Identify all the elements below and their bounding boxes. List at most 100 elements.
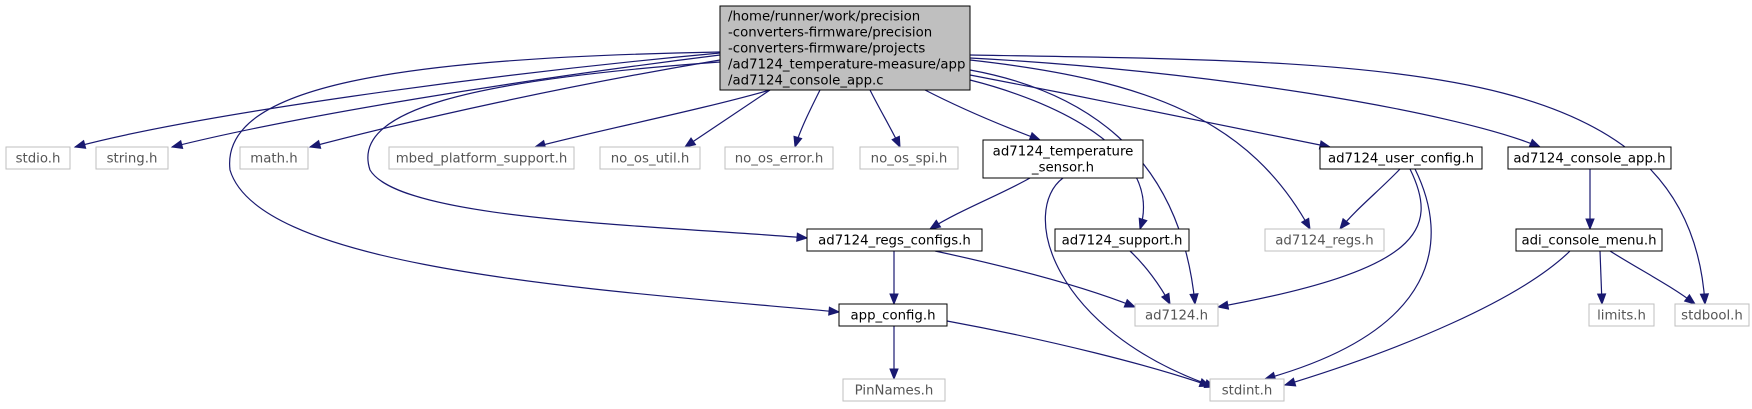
edge-line (1264, 168, 1432, 380)
arrowhead (828, 306, 841, 316)
include-file-node-ad7124-user-config[interactable]: ad7124_user_config.h (1319, 146, 1483, 170)
node-box (1134, 303, 1219, 327)
dependency-edge (1129, 250, 1171, 306)
dependency-edge (1585, 169, 1595, 231)
arrowhead (1189, 293, 1199, 306)
node-label: string.h (107, 152, 158, 167)
include-file-node-stdint: stdint.h (1209, 378, 1285, 402)
include-file-node-ad7124-support[interactable]: ad7124_support.h (1054, 228, 1190, 252)
node-box (1674, 303, 1750, 327)
include-file-node-mbed-platform-support: mbed_platform_support.h (388, 146, 575, 170)
include-file-node-limits: limits.h (1588, 303, 1655, 327)
dependency-edge (934, 250, 1137, 308)
node-box (388, 146, 575, 170)
node-label: /ad7124_temperature-measure/app (728, 58, 965, 73)
node-label: app_config.h (850, 309, 935, 324)
arrowhead (1528, 138, 1542, 148)
dependency-edge (367, 61, 809, 242)
dependency-edge (1216, 168, 1422, 310)
edge-line (929, 177, 1031, 230)
edge-line (969, 57, 1541, 148)
node-box (719, 5, 971, 91)
include-file-node-math: math.h (239, 146, 309, 170)
node-label: limits.h (1597, 309, 1646, 324)
dependency-edge (73, 52, 721, 149)
dependency-edge (889, 251, 899, 306)
dependency-edge (969, 79, 1148, 231)
node-label: no_os_error.h (735, 152, 824, 167)
dependency-edge (533, 89, 771, 149)
include-file-node-adi-console-menu[interactable]: adi_console_menu.h (1515, 228, 1663, 252)
node-box (5, 146, 71, 170)
arrowhead (889, 293, 899, 306)
include-file-node-ad7124-temperature-sensor[interactable]: ad7124_temperature_sensor.h (982, 139, 1144, 179)
dependency-edge (969, 74, 1332, 150)
edge-line (1284, 250, 1571, 386)
arrowhead (796, 232, 809, 242)
node-box (1319, 146, 1483, 170)
node-label: ad7124_user_config.h (1328, 152, 1474, 167)
node-box (95, 146, 169, 170)
dependency-edge (924, 89, 1042, 141)
dependency-edge (793, 89, 821, 149)
dependency-edge (928, 177, 1031, 230)
arrowhead (1339, 217, 1351, 231)
edge-line (946, 320, 1211, 387)
edge-line (969, 74, 1331, 148)
arrowhead (1596, 293, 1607, 306)
node-label: ad7124_support.h (1062, 234, 1183, 249)
edge-line (309, 59, 721, 148)
dependency-edge (1596, 250, 1607, 306)
node-label: adi_console_menu.h (1521, 234, 1656, 249)
node-box (239, 146, 309, 170)
node-label: stdint.h (1222, 384, 1273, 399)
node-label: no_os_spi.h (871, 152, 948, 167)
include-file-node-ad7124-regs-configs[interactable]: ad7124_regs_configs.h (806, 228, 983, 252)
edge-line (534, 89, 771, 148)
dependency-edge (946, 320, 1212, 388)
arrowhead (73, 139, 87, 149)
include-file-node-ad7124-console-app-h[interactable]: ad7124_console_app.h (1507, 146, 1672, 170)
node-label: ad7124.h (1145, 309, 1208, 324)
arrowhead (1300, 217, 1311, 231)
node-label: math.h (250, 152, 297, 167)
arrowhead (1198, 378, 1212, 388)
node-box (982, 139, 1144, 179)
node-label: mbed_platform_support.h (396, 152, 568, 167)
node-label: ad7124_temperature (993, 145, 1134, 160)
include-file-node-stdbool: stdbool.h (1674, 303, 1750, 327)
arrowhead (889, 368, 899, 381)
dependency-edge (1339, 168, 1401, 231)
node-label: /home/runner/work/precision (728, 10, 920, 25)
node-label: PinNames.h (855, 384, 934, 399)
dependency-edge (969, 57, 1542, 148)
edge-line (229, 51, 840, 313)
edge-line (969, 69, 1196, 305)
node-label: stdbool.h (1681, 309, 1743, 324)
arrowhead (793, 135, 803, 149)
node-box (724, 146, 834, 170)
arrowhead (1216, 300, 1230, 310)
node-box (1507, 146, 1672, 170)
node-label: /ad7124_console_app.c (728, 74, 884, 89)
node-label: -converters-firmware/projects (728, 42, 925, 57)
dependency-edge (889, 326, 899, 381)
dependency-edge (1283, 250, 1571, 387)
node-label: ad7124_console_app.h (1513, 152, 1665, 167)
arrowhead (1585, 218, 1595, 231)
root-file-node-root[interactable]: /home/runner/work/precision -converters-f… (719, 5, 971, 91)
include-file-node-no-os-error: no_os_error.h (724, 146, 834, 170)
dependency-edge (1609, 250, 1697, 305)
include-file-node-PinNames: PinNames.h (842, 378, 946, 402)
node-box (1209, 378, 1285, 402)
edge-line (969, 54, 1706, 305)
node-label: _sensor.h (1031, 161, 1094, 176)
dependency-edge (869, 89, 901, 149)
dependency-edge (308, 59, 721, 149)
dependency-edge (683, 89, 771, 148)
node-box (859, 146, 959, 170)
edge-line (171, 54, 721, 148)
include-file-node-app-config[interactable]: app_config.h (838, 303, 948, 327)
node-label: no_os_util.h (611, 152, 690, 167)
arrowhead (683, 137, 697, 148)
